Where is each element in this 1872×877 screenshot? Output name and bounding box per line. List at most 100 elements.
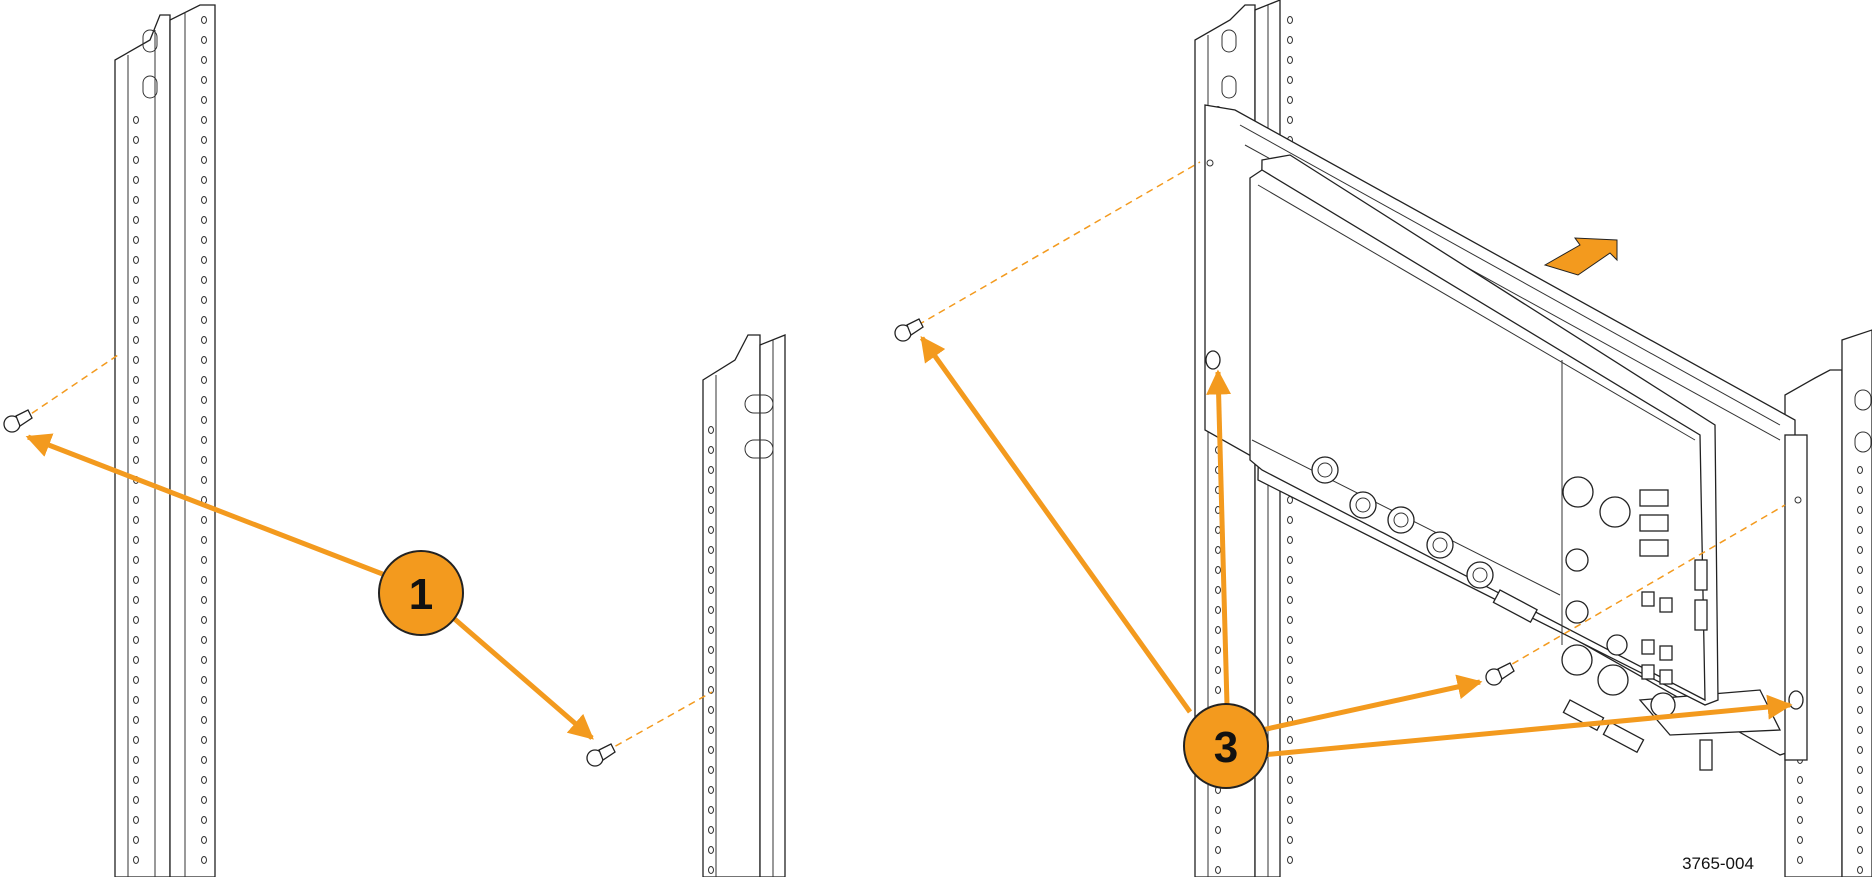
front-panel-knobs [1561,476,1676,718]
rail-hole [133,156,139,164]
rail-hole [133,196,139,204]
rail-hole [1287,556,1293,564]
rail-hole [201,16,207,24]
rail-hole [133,636,139,644]
rail-holes [133,116,139,864]
rail-hole [133,576,139,584]
rail-hole [1215,566,1221,574]
rail-hole [1287,16,1293,24]
rail-hole [1215,866,1221,874]
rail-hole [201,376,207,384]
rail-hole [133,376,139,384]
rail-hole [201,216,207,224]
rail-hole [1857,866,1863,874]
rail-hole [1857,586,1863,594]
rail-hole [1857,806,1863,814]
rail-hole [201,436,207,444]
rail-hole [133,236,139,244]
rail-hole [708,746,714,754]
rail-hole [1215,826,1221,834]
rail-hole [201,276,207,284]
rail-hole [1287,856,1293,864]
rail-hole [133,716,139,724]
rail-hole [201,536,207,544]
rail-hole [1287,36,1293,44]
rail-hole [201,76,207,84]
rail-hole [1215,606,1221,614]
rail-hole [133,556,139,564]
rail-hole [708,726,714,734]
rail-hole [1857,786,1863,794]
rail-hole [201,656,207,664]
rail-hole [201,96,207,104]
rail-hole [133,216,139,224]
rail-hole [133,336,139,344]
callout-1: 1 [378,550,464,636]
rail-hole [201,556,207,564]
rail-hole [133,416,139,424]
rail-hole [201,816,207,824]
rail-hole [708,686,714,694]
rail-hole [133,256,139,264]
callout-3: 3 [1183,703,1269,789]
screw-icon [3,409,33,433]
rail-hole [201,856,207,864]
rail-hole [133,296,139,304]
rail-hole [708,766,714,774]
rail-hole [1857,646,1863,654]
rail-hole [1215,626,1221,634]
rail-hole [201,836,207,844]
callout-1-label: 1 [409,570,433,619]
rack-rail-left-rear [702,334,786,877]
rail-hole [133,176,139,184]
rail-hole [133,356,139,364]
rail-hole [708,846,714,854]
screw-icon [1485,662,1515,686]
rail-hole [1287,116,1293,124]
rail-hole [1857,506,1863,514]
rail-hole [708,606,714,614]
rail-hole [201,616,207,624]
rail-hole [133,456,139,464]
rail-hole [133,676,139,684]
rail-hole [1287,56,1293,64]
screw-icon [586,743,616,767]
rail-hole [1797,796,1803,804]
rail-hole [201,356,207,364]
rail-hole [133,756,139,764]
rail-hole [201,396,207,404]
figure-id: 3765-004 [1682,854,1754,873]
rail-hole [1215,586,1221,594]
rail-hole [201,176,207,184]
rail-hole [133,136,139,144]
rail-hole [1287,96,1293,104]
rail-hole [201,736,207,744]
rail-hole [201,696,207,704]
rail-hole [133,736,139,744]
rail-hole [133,836,139,844]
callout-arrows [25,335,1793,758]
rail-hole [201,236,207,244]
rail-hole [1287,736,1293,744]
rail-holes [708,426,714,874]
rail-hole [201,156,207,164]
rail-hole [1287,696,1293,704]
rail-hole [1287,756,1293,764]
rail-hole [1215,806,1221,814]
rail-hole [201,56,207,64]
rail-hole [1215,846,1221,854]
rail-hole [1797,776,1803,784]
rail-hole [1287,836,1293,844]
rail-hole [133,436,139,444]
rail-hole [1857,466,1863,474]
rail-hole [1797,856,1803,864]
rail-hole [133,116,139,124]
rail-hole [1857,666,1863,674]
rail-hole [201,716,207,724]
rail-hole [1287,796,1293,804]
rail-holes [1857,466,1863,874]
rail-holes [201,16,207,864]
rail-hole [1287,76,1293,84]
rail-hole [133,776,139,784]
